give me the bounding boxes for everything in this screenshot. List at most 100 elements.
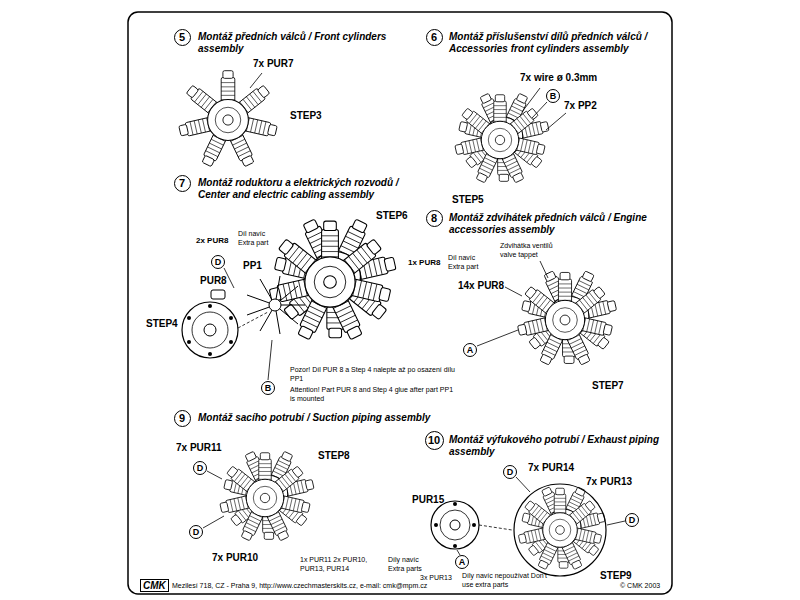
step9-engine <box>508 471 619 581</box>
node-text: 10 <box>428 435 440 446</box>
note-text: 1x PUR11 2x PUR10, PUR13, PUR14 <box>300 556 385 573</box>
step6-engine <box>255 195 417 356</box>
part-count: 1x PUR8 <box>408 258 440 268</box>
step5-engine <box>444 76 564 195</box>
step7-engine <box>505 287 522 296</box>
callout-letter: D <box>211 255 225 269</box>
node-text: 5 <box>179 32 185 43</box>
reduction-gear <box>182 268 268 358</box>
page-frame <box>128 12 672 594</box>
step-number: 6 <box>426 29 443 46</box>
step9-engine <box>508 471 625 581</box>
step8-engine <box>203 434 330 553</box>
note-text: © CMK 2003 <box>620 582 660 591</box>
note-text: Díly navíc nepoužívat Don't use extra pa… <box>462 572 552 589</box>
node-text: 6 <box>431 32 437 43</box>
part-count: 2x PUR8 <box>196 236 228 246</box>
node-text: A <box>467 346 474 355</box>
part-label: STEP7 <box>592 380 624 392</box>
part-label: STEP6 <box>376 210 408 222</box>
note-text: Díl navíc Extra part <box>448 254 488 271</box>
part-label: 7x PUR14 <box>528 462 574 474</box>
part-label: PUR8 <box>200 275 227 287</box>
pur15-housing <box>440 510 470 540</box>
part-label: STEP3 <box>290 110 322 122</box>
part-label: 7x PP2 <box>564 100 597 112</box>
part-label: 7x PUR11 <box>176 442 222 454</box>
note-text: Díl navíc Extra part <box>238 230 278 247</box>
callout-letter: A <box>463 343 477 357</box>
step-number: 9 <box>174 410 191 427</box>
callout-letter: D <box>193 461 207 475</box>
pur15-housing <box>431 501 479 549</box>
reduction-gear <box>208 352 212 356</box>
part-label: STEP9 <box>600 570 632 582</box>
node-text: D <box>507 468 514 477</box>
note-text: 3x PUR13 <box>420 574 452 583</box>
reduction-gear <box>204 324 216 336</box>
step7-engine <box>477 330 518 346</box>
node-text: D <box>197 464 204 473</box>
step6-engine <box>255 195 417 356</box>
reduction-gear <box>187 340 191 344</box>
reduction-gear <box>182 302 238 358</box>
step8-engine <box>209 434 329 553</box>
step3-engine <box>178 71 277 168</box>
step7-engine <box>477 252 633 378</box>
note-text: Zdvihátka ventilů valve tappet <box>500 242 560 259</box>
part-label: 7x wire ø 0.3mm <box>520 72 597 84</box>
part-label: 7x PUR10 <box>212 552 258 564</box>
section-heading: Montáž příslušenství dílů předních válců… <box>449 31 664 55</box>
node-text: B <box>265 384 272 393</box>
reduction-gear <box>229 340 233 344</box>
section-heading: Montáž předních válců / Front cylinders … <box>198 31 423 55</box>
part-label: 7x PUR13 <box>586 476 632 488</box>
step3-engine <box>178 71 277 168</box>
callout-letter: B <box>546 89 560 103</box>
node-text: B <box>550 92 557 101</box>
part-label: STEP5 <box>452 194 484 206</box>
step8-engine <box>203 516 224 528</box>
cabling-harness <box>268 340 272 380</box>
callout-letter: B <box>261 381 275 395</box>
step7-engine <box>506 252 633 378</box>
step9-engine <box>514 484 606 576</box>
cabling-harness <box>269 299 281 311</box>
node-text: A <box>459 558 466 567</box>
step-number: 5 <box>174 29 191 46</box>
pur15-housing <box>450 520 460 530</box>
part-label: 14x PUR8 <box>458 280 504 292</box>
step5-engine <box>444 76 566 195</box>
part-label: PUR15 <box>412 494 444 506</box>
pur15-housing <box>453 544 457 548</box>
step-number: 8 <box>426 210 443 227</box>
node-text: D <box>629 516 636 525</box>
pur15-housing <box>434 523 438 527</box>
section-heading: Montáž zdvihátek předních válců / Engine… <box>449 212 664 236</box>
node-text: 9 <box>179 413 185 424</box>
step3-engine <box>250 73 262 88</box>
part-label: 7x PUR7 <box>253 58 294 70</box>
pur15-housing <box>431 501 512 555</box>
reduction-gear <box>192 312 228 348</box>
pur15-housing <box>453 502 457 506</box>
step9-engine <box>516 477 530 492</box>
step-number: 7 <box>174 175 191 192</box>
note-text: Díly navíc Extra parts <box>388 556 428 573</box>
note-text: Attention! Part PUR 8 and Step 4 glue af… <box>290 386 455 403</box>
part-label: PP1 <box>243 260 262 272</box>
node-text: D <box>215 258 222 267</box>
node-text: D <box>193 528 200 537</box>
step9-engine <box>607 521 625 525</box>
reduction-gear <box>208 304 212 308</box>
callout-letter: D <box>189 525 203 539</box>
callout-letter: D <box>625 513 639 527</box>
node-text: 8 <box>431 213 437 224</box>
section-heading: Montáž sacího potrubí / Suction piping a… <box>198 412 433 424</box>
reduction-gear <box>211 290 225 299</box>
step-number: 10 <box>425 431 444 450</box>
reduction-gear <box>187 316 191 320</box>
